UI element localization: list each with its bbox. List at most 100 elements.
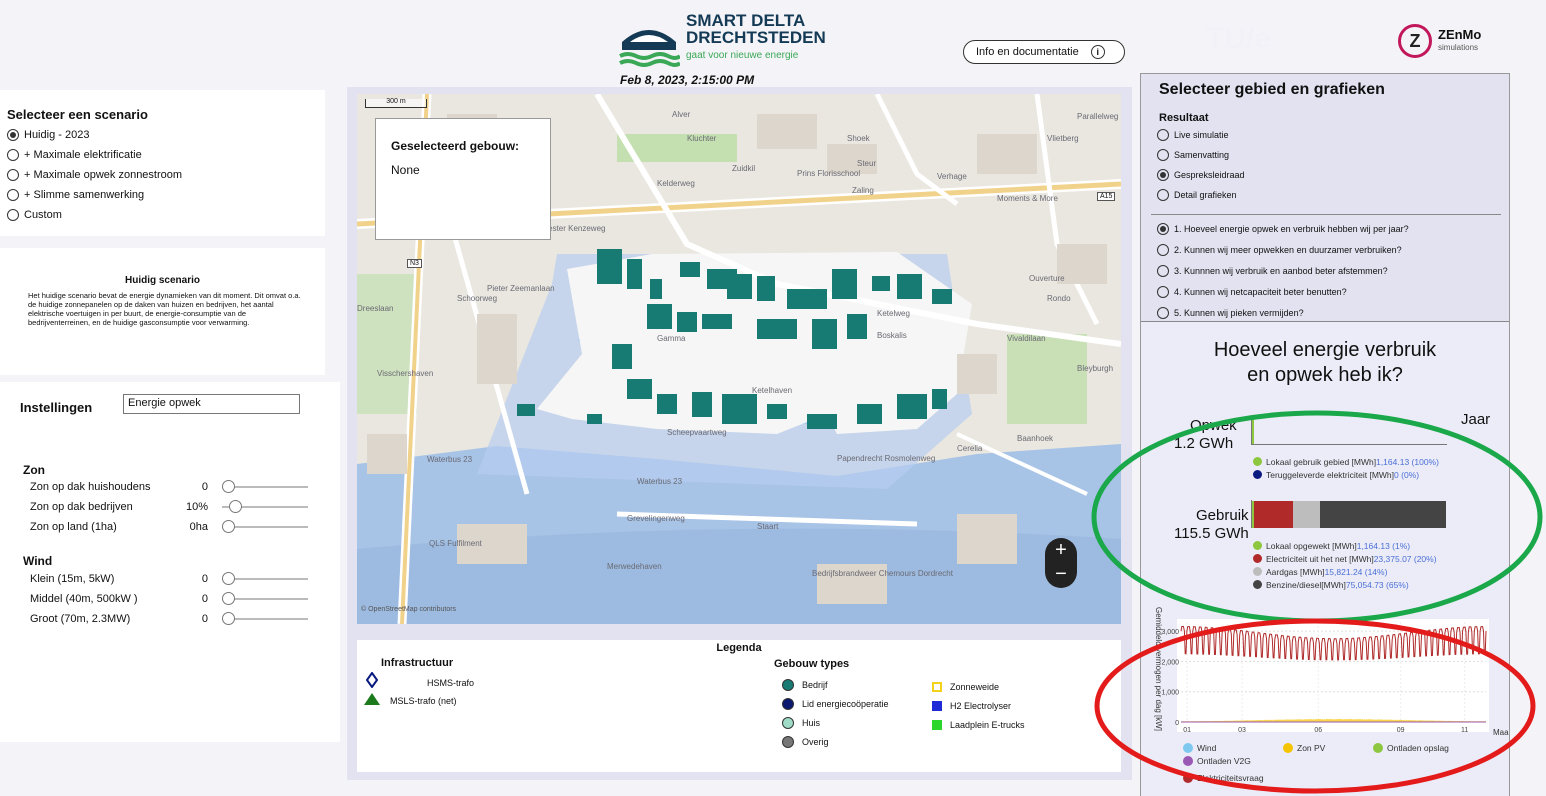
scenario-option-label: + Maximale elektrificatie bbox=[24, 149, 142, 161]
legend-item: Overig bbox=[782, 732, 889, 751]
radio-button-icon[interactable] bbox=[1157, 306, 1169, 319]
selected-building-box: Geselecteerd gebouw: None bbox=[375, 118, 551, 240]
timeseries-legend-item[interactable]: Ontladen opslag bbox=[1373, 741, 1449, 754]
legend-item: Lid energiecoöperatie bbox=[782, 694, 889, 713]
radio-button-icon[interactable] bbox=[1157, 189, 1169, 201]
radio-button-icon[interactable] bbox=[1157, 169, 1169, 181]
zon-slider[interactable] bbox=[222, 500, 308, 513]
result-option[interactable]: Samenvatting bbox=[1157, 145, 1245, 165]
slider-handle[interactable] bbox=[222, 480, 235, 493]
legend-item-label: Lid energiecoöperatie bbox=[802, 698, 889, 709]
scenario-option[interactable]: + Slimme samenwerking bbox=[7, 185, 182, 205]
legend-item: Laadplein E-trucks bbox=[932, 715, 1025, 734]
scenario-option[interactable]: Huidig - 2023 bbox=[7, 125, 182, 145]
radio-button-icon[interactable] bbox=[7, 189, 19, 201]
legend-dot-icon bbox=[1253, 567, 1262, 576]
wind-slider[interactable] bbox=[222, 572, 308, 585]
map-label: Ketelhaven bbox=[752, 386, 793, 395]
slider-handle[interactable] bbox=[222, 592, 235, 605]
radio-button-icon[interactable] bbox=[7, 149, 19, 161]
gebruik-value: 115.5 GWh bbox=[1174, 525, 1249, 542]
radio-button-icon[interactable] bbox=[1157, 264, 1169, 277]
zenmo-name: ZEnMo bbox=[1438, 27, 1482, 42]
legend-dot-icon bbox=[1253, 470, 1262, 479]
radio-button-icon[interactable] bbox=[1157, 243, 1169, 256]
chart-heading-1: Hoeveel energie verbruik bbox=[1213, 339, 1437, 361]
map-label: Zuidkil bbox=[732, 164, 756, 173]
chart-legend-item: Lokaal opgewekt [MWh] 1,164.13 (1%) bbox=[1253, 539, 1437, 552]
msls-trafo-icon bbox=[363, 692, 381, 706]
question-option-label: 3. Kunnnen wij verbruik en aanbod beter … bbox=[1174, 265, 1388, 276]
legend-dot-icon bbox=[1253, 457, 1262, 466]
map-label: Pieter Zeemanlaan bbox=[487, 284, 555, 293]
x-tick-label: 11 bbox=[1461, 727, 1468, 734]
radio-button-icon[interactable] bbox=[1157, 222, 1169, 235]
legend-marker-icon bbox=[782, 716, 794, 729]
legend-item-label: Overig bbox=[802, 736, 829, 747]
slider-handle[interactable] bbox=[222, 612, 235, 625]
legend-item: Huis bbox=[782, 713, 889, 732]
map-label: Staart bbox=[757, 522, 779, 531]
radio-button-icon[interactable] bbox=[7, 209, 19, 221]
radio-button-icon[interactable] bbox=[7, 169, 19, 181]
question-option[interactable]: 1. Hoeveel energie opwek en verbruik heb… bbox=[1157, 218, 1409, 239]
opwek-bar bbox=[1252, 417, 1446, 444]
scenario-option[interactable]: + Maximale elektrificatie bbox=[7, 145, 182, 165]
timeseries-legend-item[interactable]: Ontladen V2G bbox=[1183, 754, 1251, 767]
slider-value: 0ha bbox=[189, 521, 208, 533]
zon-slider[interactable] bbox=[222, 520, 308, 533]
scenario-option[interactable]: + Maximale opwek zonnestroom bbox=[7, 165, 182, 185]
road-badge: N3 bbox=[407, 259, 422, 268]
scenario-option[interactable]: Custom bbox=[7, 205, 182, 225]
result-option[interactable]: Detail grafieken bbox=[1157, 185, 1245, 205]
timeseries-legend-item[interactable]: Zon PV bbox=[1283, 741, 1325, 754]
legend-infra-title: Infrastructuur bbox=[381, 657, 454, 669]
radio-button-icon[interactable] bbox=[1157, 285, 1169, 298]
scenario-title: Selecteer een scenario bbox=[7, 107, 148, 122]
legend-marker-icon bbox=[932, 681, 942, 692]
zoom-out-button[interactable]: − bbox=[1055, 563, 1067, 585]
opwek-legend: Lokaal gebruik gebied [MWh] 1,164.13 (10… bbox=[1253, 455, 1439, 481]
timeseries-legend-item[interactable]: Wind bbox=[1183, 741, 1216, 754]
map-label: Merwedehaven bbox=[607, 562, 662, 571]
radio-button-icon[interactable] bbox=[7, 129, 19, 141]
map-view[interactable]: OostpolderparkRietsnijderspadKelderwegKe… bbox=[357, 94, 1121, 624]
question-option[interactable]: 3. Kunnnen wij verbruik en aanbod beter … bbox=[1157, 260, 1409, 281]
slider-label: Groot (70m, 2.3MW) bbox=[30, 613, 131, 625]
settings-dropdown[interactable]: Energie opwek bbox=[123, 394, 300, 414]
zon-slider-row: Zon op land (1ha)0ha bbox=[30, 517, 308, 537]
zoom-in-button[interactable]: + bbox=[1055, 539, 1067, 561]
chart-legend-label: Benzine/diesel[MWh] bbox=[1266, 579, 1346, 590]
question-option[interactable]: 5. Kunnen wij pieken vermijden? bbox=[1157, 302, 1409, 323]
chart-area: Hoeveel energie verbruik en opwek heb ik… bbox=[1141, 322, 1509, 796]
question-option[interactable]: 2. Kunnen wij meer opwekken en duurzamer… bbox=[1157, 239, 1409, 260]
settings-title: Instellingen bbox=[20, 400, 93, 415]
map-label: Scheepvaartweg bbox=[667, 428, 727, 437]
info-button[interactable]: Info en documentatie i bbox=[963, 40, 1125, 64]
map-label: Bleyburgh bbox=[1077, 364, 1114, 373]
legend-marker-icon bbox=[782, 697, 794, 710]
y-tick-label: 3,000 bbox=[1161, 629, 1179, 636]
legend-item-label: Huis bbox=[802, 717, 821, 728]
result-option[interactable]: Live simulatie bbox=[1157, 125, 1245, 145]
slider-handle[interactable] bbox=[222, 572, 235, 585]
description-title: Huidig scenario bbox=[124, 275, 200, 286]
legend-infra-msls: MSLS-trafo (net) bbox=[390, 696, 457, 706]
radio-button-icon[interactable] bbox=[1157, 129, 1169, 141]
map-attribution[interactable]: © OpenStreetMap contributors bbox=[361, 606, 457, 613]
slider-handle[interactable] bbox=[222, 520, 235, 533]
wind-slider[interactable] bbox=[222, 612, 308, 625]
slider-handle[interactable] bbox=[229, 500, 243, 513]
result-option[interactable]: Gespreksleidraad bbox=[1157, 165, 1245, 185]
zon-slider[interactable] bbox=[222, 480, 308, 493]
chart-legend-item: Benzine/diesel[MWh] 75,054.73 (65%) bbox=[1253, 578, 1437, 591]
legend-item-label: Zonneweide bbox=[950, 681, 1000, 692]
chart-heading-2: en opwek heb ik? bbox=[1247, 364, 1403, 386]
settings-panel: Instellingen Energie opwek Zon Zon op da… bbox=[0, 382, 340, 742]
radio-button-icon[interactable] bbox=[1157, 149, 1169, 161]
wind-slider[interactable] bbox=[222, 592, 308, 605]
map-label: Waterbus 23 bbox=[427, 455, 473, 464]
question-option[interactable]: 4. Kunnen wij netcapaciteit beter benutt… bbox=[1157, 281, 1409, 302]
